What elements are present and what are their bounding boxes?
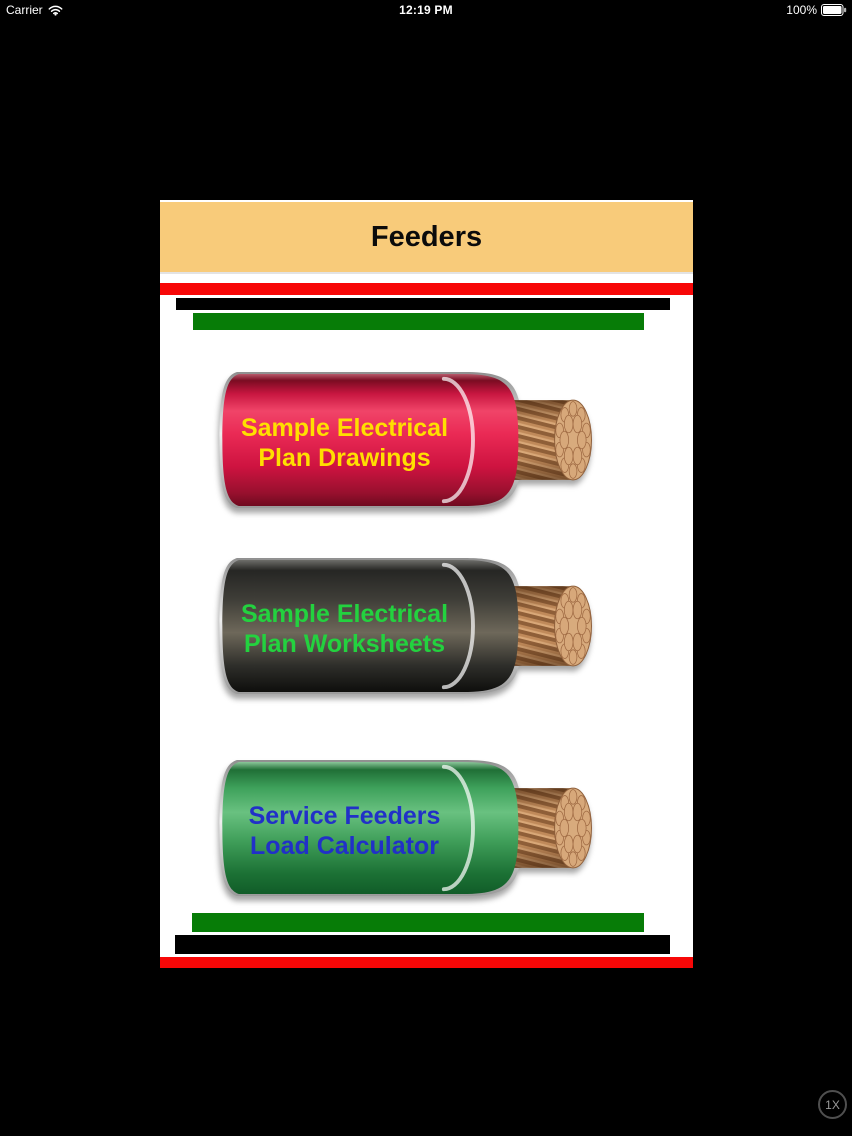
red-cable-image [219,372,592,508]
button-service-feeders-load-calculator[interactable]: Service Feeders Load Calculator [212,760,597,896]
status-bar-time: 12:19 PM [399,3,453,17]
page-title: Feeders [370,220,483,253]
battery-percent-label: 100% [786,3,817,17]
wifi-icon [48,5,63,16]
navigation-bar: Feeders [160,202,693,274]
button-sample-electrical-plan-drawings[interactable]: Sample Electrical Plan Drawings [212,372,597,508]
green-cable-image [219,760,592,896]
decorative-stripe-red-bottom [160,957,693,968]
decorative-stripe-green-top [193,313,644,330]
decorative-stripe-red-top [160,283,693,295]
black-cable-image [219,558,592,694]
status-bar-right: 100% [786,0,847,20]
display-scale-button[interactable]: 1X [818,1090,847,1119]
app-panel: Feeders Sample Electrical Plan Drawings … [160,200,693,968]
status-bar-left: Carrier [6,0,63,20]
decorative-stripe-green-bottom [192,913,644,932]
button-sample-electrical-plan-worksheets[interactable]: Sample Electrical Plan Worksheets [212,558,597,694]
carrier-label: Carrier [6,3,43,17]
status-bar: Carrier 12:19 PM 100% [0,0,852,20]
battery-full-icon [821,4,847,16]
decorative-stripe-black-bottom [175,935,670,954]
decorative-stripe-black-top [176,298,670,310]
